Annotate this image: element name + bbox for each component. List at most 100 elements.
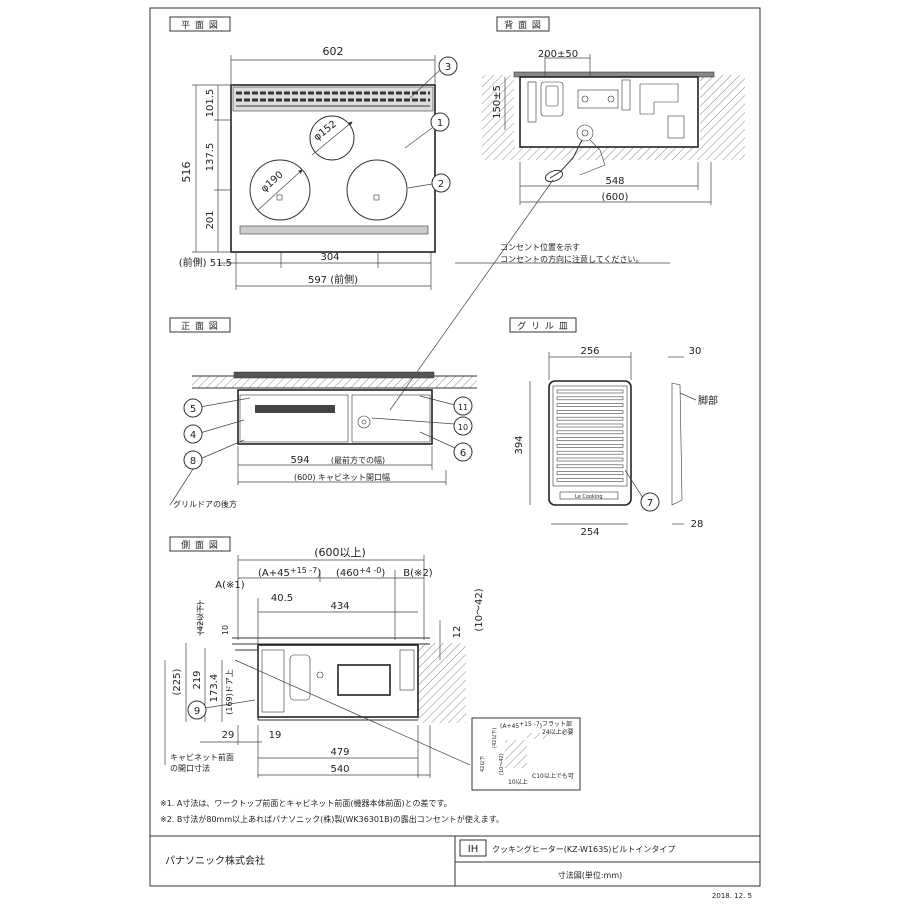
side-dim-173: 173.4 bbox=[209, 674, 220, 703]
side-depth-405: 40.5 bbox=[271, 593, 293, 604]
model-name: クッキングヒーター(KZ-W163S)ビルトインタイプ bbox=[492, 844, 675, 854]
back-wall-left bbox=[482, 75, 514, 160]
grill-rib bbox=[556, 450, 624, 455]
side-dim-a45: (A+45+15 -7) bbox=[258, 566, 321, 579]
cabinet-front-note-1: キャビネット前面 bbox=[170, 752, 234, 762]
callout-10 bbox=[453, 416, 473, 436]
grill-rib bbox=[556, 444, 624, 448]
grill-rib bbox=[556, 471, 624, 475]
side-dim-10-42: (10～42) bbox=[474, 588, 485, 631]
notes: ※1. A寸法は、ワークトップ前面とキャビネット前面(機器本体前面)との差です。… bbox=[160, 798, 504, 824]
side-dim-225: (225) bbox=[172, 668, 183, 695]
grill-pan-ribs bbox=[556, 389, 624, 482]
grill-rib bbox=[556, 457, 624, 462]
plan-title: 平 面 図 bbox=[181, 20, 219, 31]
svg-text:11: 11 bbox=[458, 403, 468, 412]
side-dim-219: 219 bbox=[192, 670, 203, 689]
back-title-box bbox=[496, 16, 550, 32]
front-title: 正 面 図 bbox=[181, 321, 219, 332]
detail-box bbox=[471, 717, 581, 791]
callout-4 bbox=[183, 424, 203, 444]
callout-5 bbox=[183, 398, 203, 418]
plan-depth-1: 101.5 bbox=[205, 89, 216, 118]
detail-10b: 10以上 bbox=[508, 778, 528, 786]
callout-6 bbox=[453, 442, 473, 462]
front-width-594: 594 bbox=[290, 455, 309, 466]
cabinet-front-note-2: の開口寸法 bbox=[170, 763, 210, 773]
grill-pan-view: グ リ ル 皿 Le Cooking 256 394 254 30 28 脚部 … bbox=[509, 317, 718, 538]
plan-depth-2: 137.5 bbox=[205, 143, 216, 172]
plan-depth-3: 201 bbox=[205, 210, 216, 229]
plan-title-box bbox=[169, 16, 231, 32]
grill-title: グ リ ル 皿 bbox=[517, 320, 569, 332]
worktop-section bbox=[192, 376, 477, 388]
side-dim-12: 12 bbox=[452, 626, 463, 639]
detail-c10: C10以上でも可 bbox=[532, 772, 574, 780]
svg-text:2: 2 bbox=[438, 179, 444, 190]
callout-9 bbox=[187, 700, 207, 720]
vent-grille bbox=[236, 91, 430, 107]
side-view: 側 面 図 (600以上) (A+45+15 -7) (460+4 -0) A(… bbox=[164, 536, 581, 791]
grill-rib bbox=[556, 389, 624, 394]
side-title-box bbox=[169, 536, 231, 552]
grill-rib bbox=[556, 478, 624, 482]
back-width-548: 548 bbox=[605, 176, 624, 187]
callout-7 bbox=[640, 492, 660, 512]
plan-view: 平 面 図 φ152 φ190 602 516 101.5 bbox=[169, 16, 458, 290]
right-burner bbox=[346, 159, 408, 221]
back-floor bbox=[514, 147, 700, 160]
small-burner bbox=[309, 115, 355, 161]
side-a-label: A(※1) bbox=[215, 580, 244, 591]
grill-rib bbox=[556, 437, 624, 441]
callout-11 bbox=[453, 396, 473, 416]
grill-door-note: グリルドアの後方 bbox=[173, 499, 237, 509]
grill-rib bbox=[556, 410, 624, 414]
front-width-note: (最前方での幅) bbox=[331, 455, 385, 465]
grill-door bbox=[239, 394, 349, 443]
company-name: パナソニック株式会社 bbox=[165, 854, 265, 867]
side-dim-29: 29 bbox=[222, 730, 235, 741]
detail-10-42: (10～42) bbox=[499, 753, 505, 775]
back-title: 背 面 図 bbox=[504, 19, 542, 31]
back-outlet-height: 150±5 bbox=[492, 85, 503, 119]
svg-text:7: 7 bbox=[647, 498, 653, 509]
front-view: 正 面 図 594 (最前方での幅) (600) キャビネット開口幅 5 4 8… bbox=[169, 317, 477, 509]
plan-width-top: 602 bbox=[323, 45, 344, 58]
grill-thickness-top: 30 bbox=[689, 346, 702, 357]
front-unit-body bbox=[237, 389, 433, 445]
svg-text:5: 5 bbox=[190, 404, 196, 415]
callout-2 bbox=[431, 173, 451, 193]
grill-width-bottom: 254 bbox=[580, 527, 599, 538]
grill-pan-side bbox=[671, 382, 683, 506]
title-block: パナソニック株式会社 IH クッキングヒーター(KZ-W163S)ビルトインタイ… bbox=[150, 835, 760, 900]
right-panel bbox=[351, 394, 431, 443]
side-depth-540: 540 bbox=[330, 764, 349, 775]
outlet-note-2: コンセントの方向に注意してください。 bbox=[500, 254, 644, 264]
grill-rib bbox=[556, 396, 624, 401]
side-dim-169: (169)ドア上 bbox=[225, 669, 234, 715]
plan-width-front: 597 (前側) bbox=[308, 273, 358, 286]
grill-rib bbox=[556, 464, 624, 469]
back-unit-body bbox=[519, 76, 699, 148]
front-title-box bbox=[169, 317, 231, 333]
outlet-note-1: コンセント位置を示す bbox=[500, 242, 580, 252]
plan-burner-spacing: 304 bbox=[320, 252, 339, 263]
side-total-depth: (600以上) bbox=[314, 546, 366, 559]
detail-42: (42以下) bbox=[492, 728, 498, 748]
grill-leg-label: 脚部 bbox=[698, 394, 718, 407]
cabinet-opening-width: (600) キャビネット開口幅 bbox=[294, 472, 390, 482]
cooktop-outline bbox=[230, 84, 436, 253]
grill-pan-outline bbox=[548, 380, 632, 506]
grill-rib bbox=[556, 403, 624, 407]
drawing-type: 寸法図(単位:mm) bbox=[558, 870, 623, 880]
side-depth-479: 479 bbox=[330, 747, 349, 758]
grill-width-top: 256 bbox=[580, 346, 599, 357]
svg-text:3: 3 bbox=[445, 62, 451, 73]
svg-text:10: 10 bbox=[458, 423, 468, 432]
detail-42b: 42以下 bbox=[480, 756, 486, 772]
note-2: ※2. B寸法が80mm以上あればパナソニック(株)製(WK36301B)の露出… bbox=[160, 814, 504, 824]
detail-a45: (A+45+15 -7) bbox=[500, 721, 542, 730]
svg-text:1: 1 bbox=[437, 118, 443, 129]
side-b-label: B(※2) bbox=[403, 568, 433, 579]
